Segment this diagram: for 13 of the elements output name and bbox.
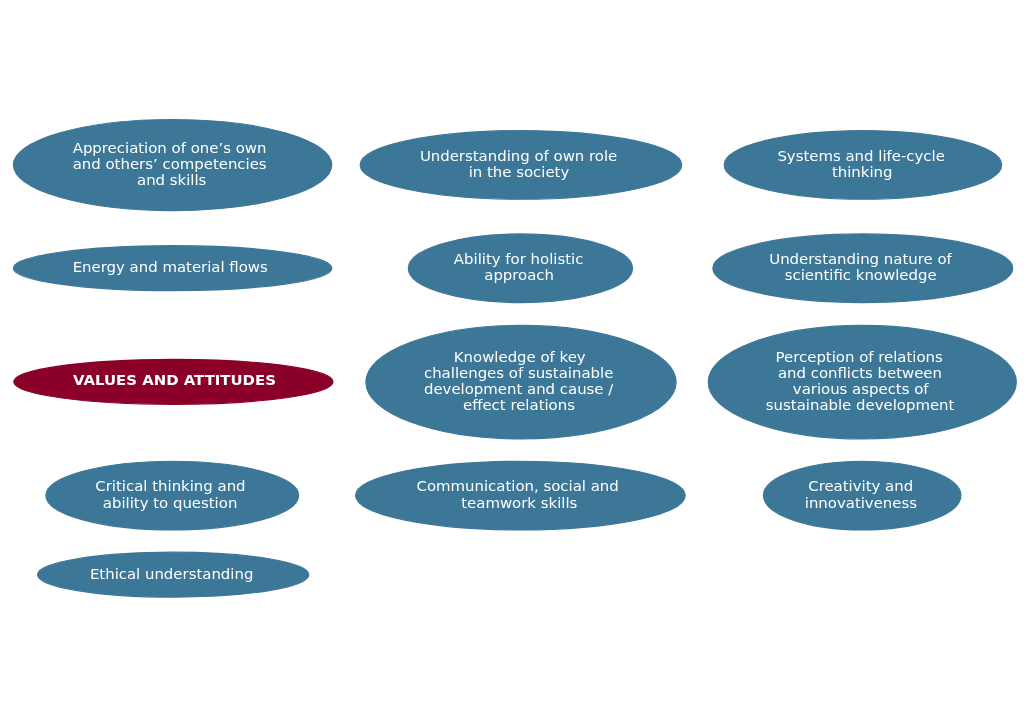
node-ellipse: Understanding of own role in the society	[359, 130, 683, 200]
node-ellipse: Understanding nature of scientific knowledge	[712, 233, 1014, 304]
node-ellipse: Systems and life-cycle thinking	[723, 130, 1003, 200]
node-ellipse: Communication, social and teamwork skills	[354, 460, 686, 531]
node-ellipse: Energy and material flows	[12, 245, 333, 292]
node-ellipse: Appreciation of one’s own and others’ competencies and skills	[12, 118, 333, 212]
node-ellipse: Perception of relations and conflicts between various aspects of sustainable development	[707, 324, 1017, 440]
node-ellipse: Ability for holistic approach	[407, 233, 634, 304]
node-ellipse: VALUES AND ATTITUDES	[13, 358, 334, 405]
node-ellipse: Creativity and innovativeness	[762, 460, 962, 531]
node-ellipse: Ethical understanding	[36, 551, 310, 598]
node-ellipse: Knowledge of key challenges of sustainable development and cause / effect relations	[365, 324, 677, 440]
node-ellipse: Critical thinking and ability to question	[45, 460, 300, 531]
